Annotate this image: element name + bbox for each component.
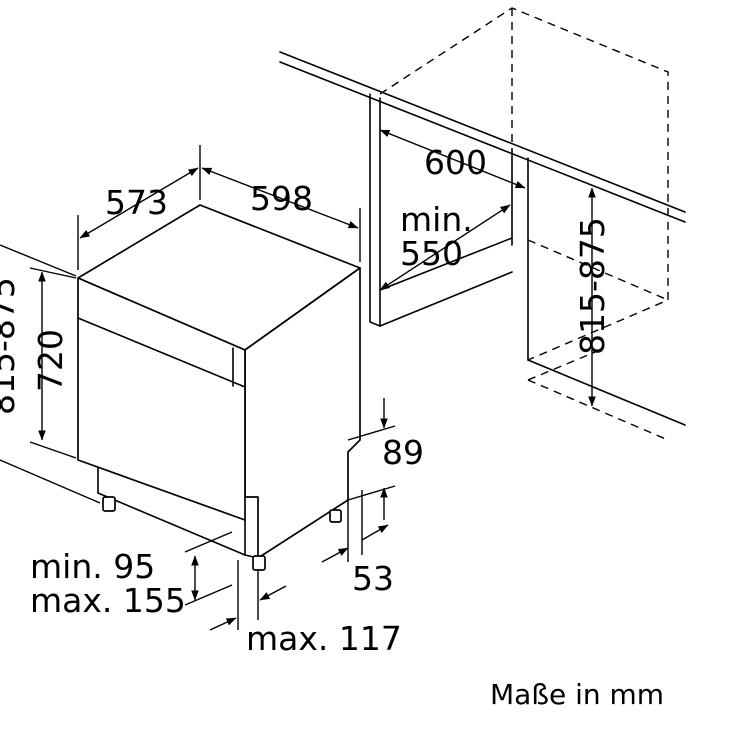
height-range-left-label: 815-875 — [0, 277, 22, 415]
ext-foot-top — [184, 531, 233, 553]
foot-offset-max-label: max. 117 — [246, 619, 402, 658]
ext-height-bottom — [29, 441, 77, 459]
depth-label: 573 — [105, 183, 168, 222]
niche-width-dimension-line — [379, 129, 526, 189]
dishwasher-body — [77, 204, 361, 571]
niche-depth-dimension-line — [379, 204, 511, 291]
niche-depth-min-label: min. — [400, 200, 473, 239]
width-label: 598 — [250, 179, 313, 218]
dishwasher-dimensions — [0, 145, 396, 631]
ext-plinth-top — [347, 425, 396, 441]
plinth-height-label: 89 — [382, 433, 424, 472]
height-label: 720 — [31, 329, 70, 392]
offset-arrow-right — [259, 585, 287, 601]
foot-adjust-min-label: min. 95 — [30, 547, 155, 586]
width-dimension-line — [201, 167, 359, 229]
niche-hidden-floor-diagonal — [527, 239, 669, 301]
offset-arrow-left — [209, 617, 237, 631]
right-cabinet-floor-line — [527, 359, 686, 426]
foot-adjust-max-label: max. 155 — [30, 581, 186, 620]
ext-height-top — [29, 267, 77, 279]
niche-hidden-top — [379, 7, 669, 361]
plinth-front — [97, 467, 246, 556]
foot-back-right — [329, 509, 342, 523]
countertop-top-edge — [279, 51, 686, 213]
foot-front-left — [102, 496, 116, 512]
setback-arrow-left — [321, 547, 349, 563]
ext-left-range-bottom — [0, 459, 101, 504]
unit-note: Maße in mm — [490, 678, 664, 711]
foot-front-right — [252, 555, 266, 571]
ext-left-range-top — [0, 244, 77, 277]
height-range-right-label: 815-875 — [573, 217, 612, 355]
cabinet-niche — [279, 7, 686, 441]
left-cabinet-panel — [369, 93, 381, 327]
niche-hidden-floor-lower — [527, 379, 669, 441]
depth-dimension-line — [79, 167, 199, 239]
left-cabinet-base-edge — [379, 271, 513, 327]
niche-depth-value-label: 550 — [400, 234, 463, 273]
countertop-bottom-edge — [279, 61, 686, 223]
control-panel-edge — [77, 317, 246, 388]
ext-foot-bottom — [184, 584, 233, 606]
setback-arrow — [361, 524, 389, 541]
niche-width-label: 600 — [424, 143, 487, 182]
dimension-labels: 573 598 720 815-875 600 min. 550 815-875… — [0, 143, 664, 711]
ext-plinth-bottom — [347, 485, 396, 501]
plinth-setback-label: 53 — [352, 559, 394, 598]
